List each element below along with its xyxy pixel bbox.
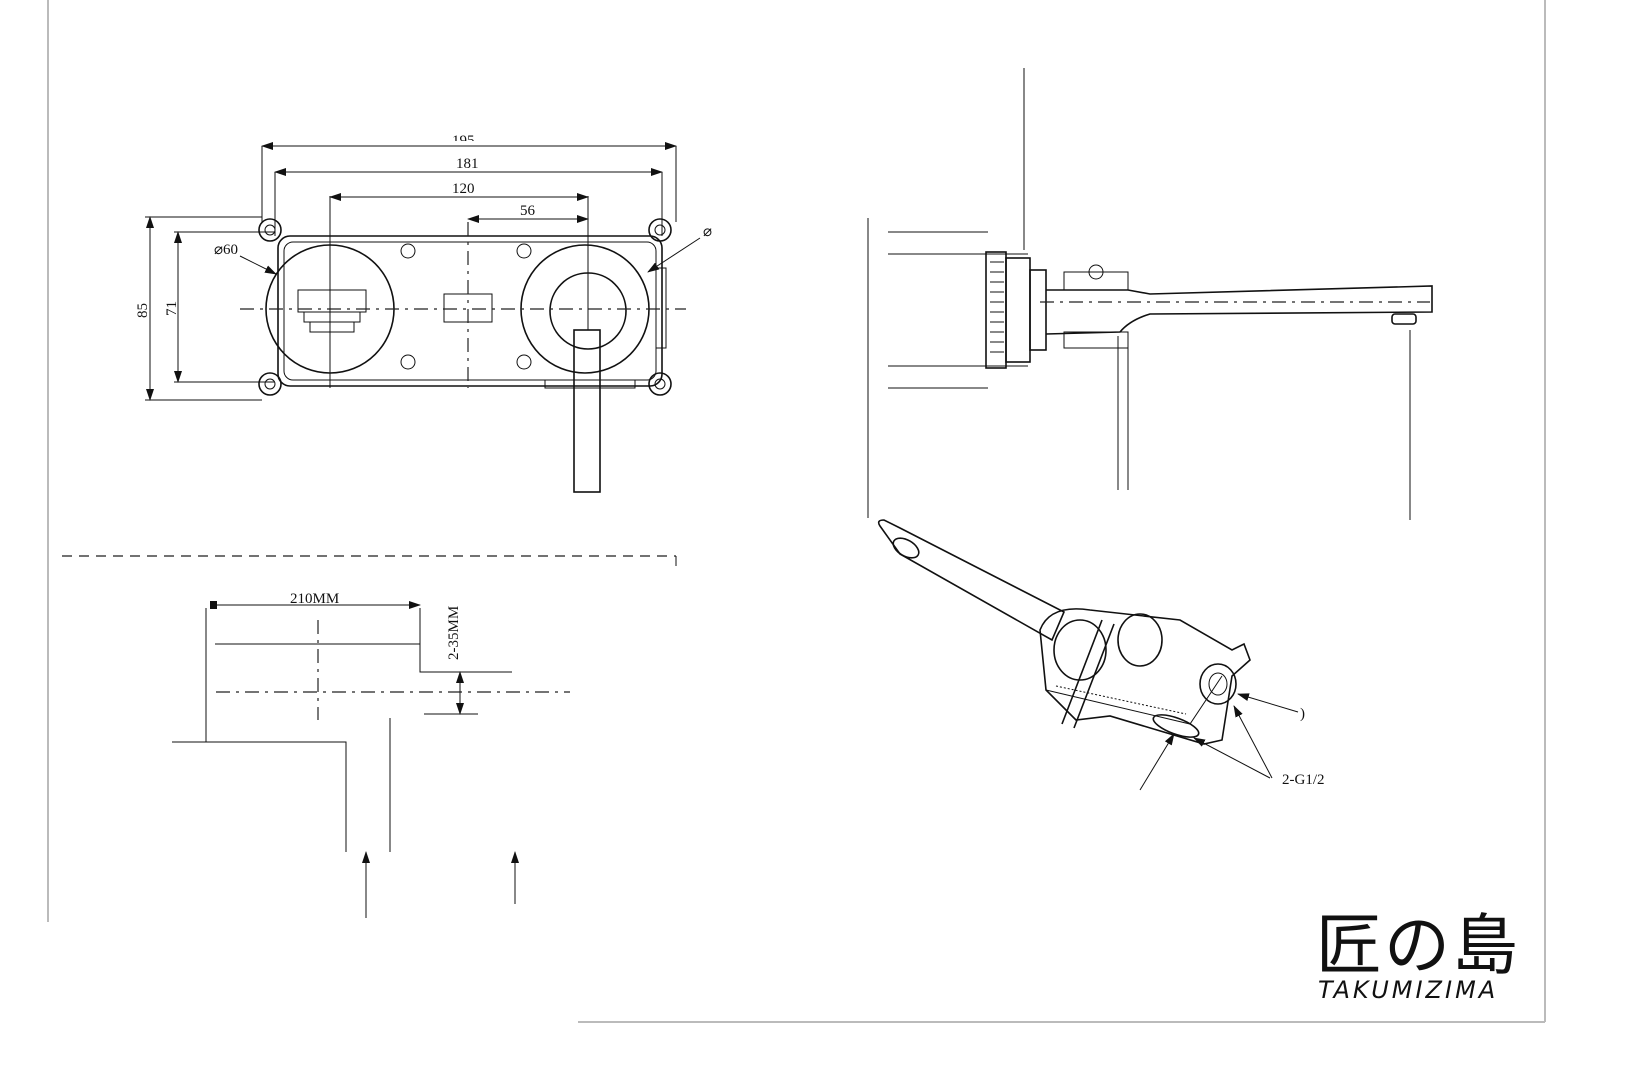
- front-view: 195 181 120 56 85 71 ⌀60 ⌀: [135, 133, 712, 493]
- handle-lever: [573, 329, 601, 493]
- dia-60-label: ⌀60: [214, 242, 238, 258]
- dia-right-label: ⌀: [703, 224, 712, 240]
- mounting-ears: [258, 218, 672, 396]
- isometric-view: ) 2-G1/2: [877, 519, 1325, 791]
- dim-overall: 195: [452, 133, 475, 149]
- dim-181: 181: [456, 156, 479, 172]
- screws: [400, 243, 532, 370]
- dim-71: 71: [164, 301, 180, 316]
- logo-kanji: 匠の島: [1316, 907, 1520, 984]
- dim-120: 120: [452, 181, 475, 197]
- dim-85: 85: [135, 303, 151, 318]
- cut-label: ): [1300, 706, 1305, 722]
- page-frame: [47, 0, 1546, 1023]
- side-view: [867, 68, 1433, 520]
- dim-210: 210MM: [290, 591, 339, 607]
- dim-2-35: 2-35MM: [446, 606, 462, 660]
- logo-name: TAKUMIZIMA: [1318, 976, 1499, 1004]
- installation-view: 210MM 2-35MM: [172, 591, 570, 918]
- thread-label: 2-G1/2: [1282, 772, 1325, 788]
- dim-56: 56: [520, 203, 536, 219]
